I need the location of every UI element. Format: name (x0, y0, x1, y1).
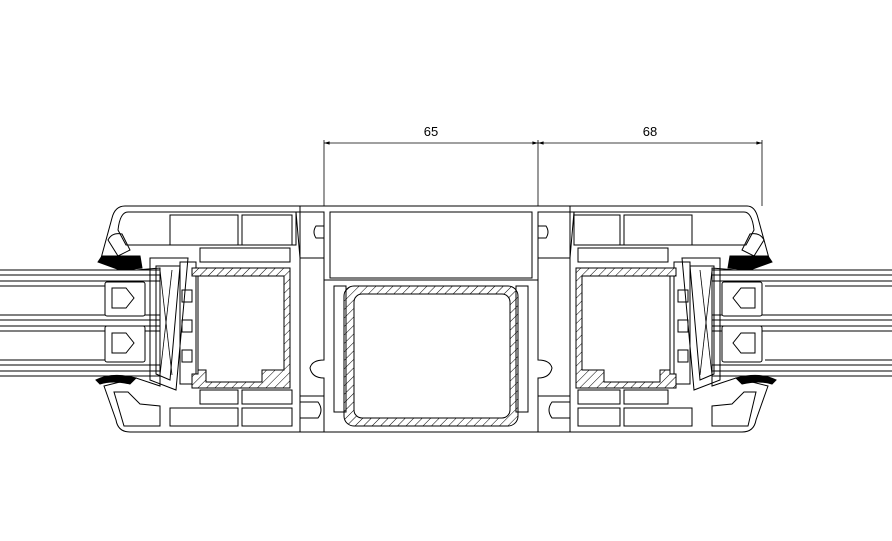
glass-spacer-left (104, 281, 146, 363)
left-sash-profile (95, 205, 301, 433)
seal-cross-right (699, 269, 713, 376)
dimension-label-65: 65 (424, 124, 438, 139)
dimension-label-68: 68 (643, 124, 657, 139)
central-mullion-profile (295, 205, 575, 433)
dimension-68: 68 (537, 124, 763, 206)
dimension-65: 65 (323, 124, 539, 206)
glass-spacer-right (721, 281, 763, 363)
right-sash-profile (569, 205, 777, 433)
seal-cross-left (159, 269, 173, 376)
